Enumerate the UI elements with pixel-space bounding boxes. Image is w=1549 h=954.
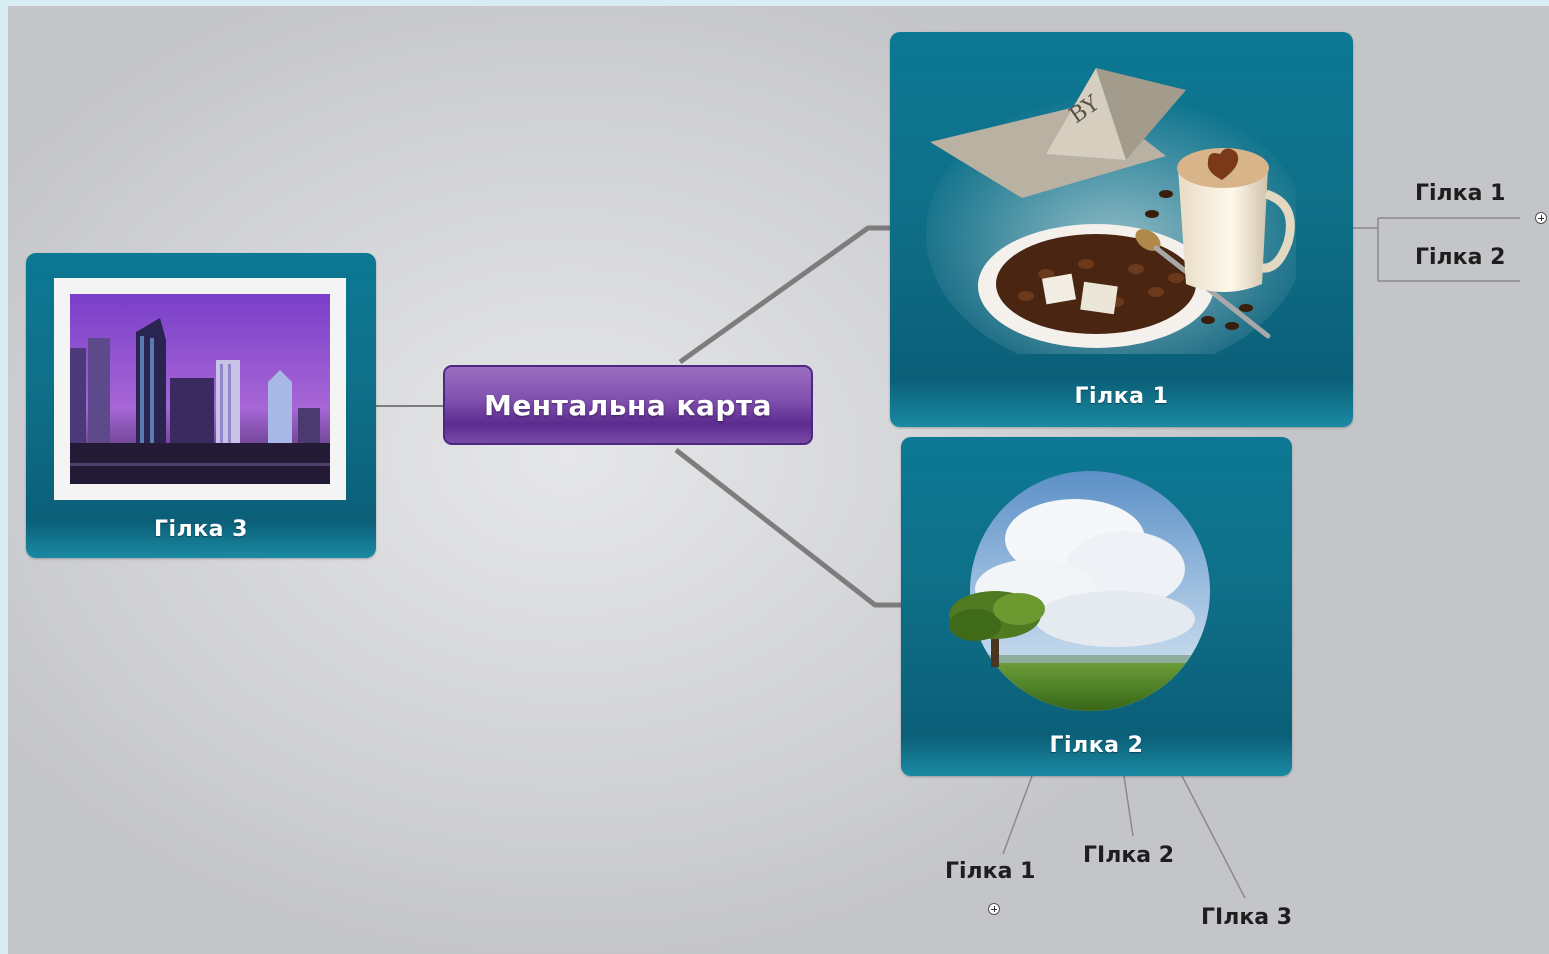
tree-field-clouds-image [945,469,1215,719]
city-skyline-stamp-image [54,278,346,500]
branch-2-label: Гілка 2 [1049,733,1144,758]
branch-2-subtopic-1[interactable]: Гілка 1 [945,859,1036,884]
branch-2-subtopic-2[interactable]: ГІлка 2 [1083,843,1175,868]
branch-1-subtopic-1[interactable]: Гілка 1 [1415,181,1506,206]
expand-icon[interactable] [1535,212,1547,224]
branch-card-1[interactable]: BY Гілка [890,32,1353,427]
central-topic[interactable]: Ментальна карта [443,365,813,445]
branch-2-subtopic-3[interactable]: ГІлка 3 [1201,905,1293,930]
branch-card-2[interactable]: Гілка 2 [901,437,1292,776]
branch-1-label: Гілка 1 [1074,384,1169,409]
branch-1-subtopic-2[interactable]: Гілка 2 [1415,245,1506,270]
coffee-cup-beans-paper-boat-image: BY [926,64,1306,374]
expand-icon[interactable] [988,903,1000,915]
branch-card-3[interactable]: Гілка 3 [26,253,376,558]
branch-3-label: Гілка 3 [154,517,248,542]
